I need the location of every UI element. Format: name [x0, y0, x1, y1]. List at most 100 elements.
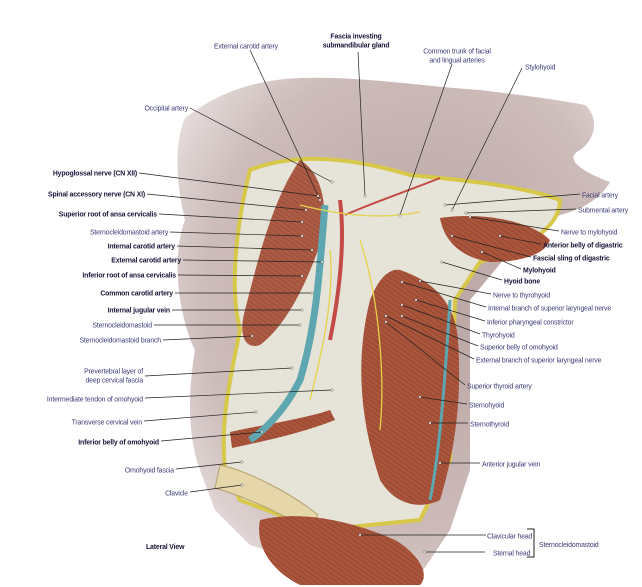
leader-point: [418, 279, 422, 283]
label-submental-artery: Submental artery: [578, 208, 629, 215]
label-thyrohyoid: Thyrohyoid: [482, 333, 515, 340]
leader-line-nerve-to-thyrohyoid: [419, 280, 492, 295]
internal-jugular-vein: [248, 204, 329, 443]
leader-point: [330, 388, 334, 392]
label-nerve-to-mylohyoid: Nerve to mylohyoid: [561, 230, 618, 237]
leader-line-stylohyoid: [451, 67, 523, 211]
leader-point: [300, 234, 304, 238]
leader-line-spinal-accessory-nerve-cn-xi: [146, 193, 307, 211]
label-internal-carotid-artery: Internal carotid artery: [108, 244, 176, 251]
leader-line-submental-artery: [465, 208, 577, 214]
leader-point: [363, 194, 367, 198]
leader-point: [498, 234, 502, 238]
label-clavicle: Clavicle: [165, 491, 188, 498]
leader-point: [330, 180, 334, 184]
label-sternocleidomastoid-group: Sternocleidomastoid: [539, 542, 599, 549]
leader-point: [300, 220, 304, 224]
label-superior-belly-of-omohyoid: Superior belly of omohyoid: [480, 345, 558, 352]
leader-point: [398, 213, 402, 217]
leader-line-superior-root-of-ansa-cervicalis: [158, 213, 303, 223]
leader-line-anterior-belly-of-digastric: [499, 235, 542, 245]
label-anterior-belly-of-digastric: Anterior belly of digastric: [543, 243, 623, 250]
leader-lines: [138, 49, 581, 554]
leader-line-external-carotid-artery: [182, 259, 323, 263]
leader-point: [320, 260, 324, 264]
leader-point: [400, 314, 404, 318]
label-external-branch-of-superior-laryngeal-nerve: External branch of superior laryngeal ne…: [476, 358, 602, 365]
leader-line-omohyoid-fascia: [175, 461, 243, 470]
leader-point: [300, 274, 304, 278]
leader-line-external-branch-of-superior-laryngeal-nerve: [385, 315, 475, 360]
leader-point: [240, 460, 244, 464]
leader-line-nerve-to-mylohyoid: [469, 216, 560, 232]
leader-line-prevertebral-layer-of-deep-cervical-fascia: [144, 367, 293, 377]
leader-line-internal-branch-of-superior-laryngeal-nerve: [401, 281, 487, 308]
sternocleidomastoid-heads: [259, 516, 424, 585]
label-fascia-investing-submandibular-gland: Fascia investing: [330, 34, 381, 41]
leader-line-sternohyoid: [419, 396, 468, 405]
label-omohyoid-fascia: Omohyoid fascia: [125, 468, 174, 475]
label-superior-thyroid-artery: Superior thyroid artery: [467, 384, 532, 391]
leader-line-inferior-belly-of-omohyoid: [160, 431, 263, 442]
leader-point: [400, 303, 404, 307]
leader-point: [298, 323, 302, 327]
leader-point: [468, 215, 472, 219]
label-occipital-artery: Occipital artery: [144, 106, 188, 113]
label-hyoid-bone: Hyoid bone: [504, 279, 540, 286]
label-common-trunk-of-facial-and-lingual-arteries: Common trunk of facial: [423, 49, 491, 56]
leader-line-thyrohyoid: [401, 304, 481, 335]
label-spinal-accessory-nerve-cn-xi: Spinal accessory nerve (CN XI): [48, 192, 145, 199]
leader-line-mylohyoid: [481, 251, 522, 270]
labels: External carotid artery Fascia investing s…: [47, 34, 629, 558]
leader-point: [440, 260, 444, 264]
label-inferior-belly-of-omohyoid: Inferior belly of omohyoid: [78, 440, 159, 447]
leader-line-hypoglossal-nerve-cn-xii: [138, 172, 319, 197]
leader-point: [254, 410, 258, 414]
leader-point: [310, 291, 314, 295]
leader-point: [304, 208, 308, 212]
anterior-jugular-vein: [428, 299, 452, 501]
label-sternohyoid: Sternohyoid: [469, 403, 504, 410]
label-common-carotid-artery: Common carotid artery: [100, 291, 173, 298]
label-transverse-cervical-vein: Transverse cervical vein: [72, 420, 143, 427]
label-anterior-jugular-vein: Anterior jugular vein: [482, 462, 540, 469]
label-internal-branch-of-superior-laryngeal-nerve: Internal branch of superior laryngeal ne…: [488, 306, 611, 313]
leader-line-internal-carotid-artery: [176, 245, 313, 251]
digastric-mylohyoid: [440, 216, 550, 262]
facial-artery: [344, 177, 441, 216]
label-sternothyroid: Sternothyroid: [470, 422, 509, 429]
leader-point: [318, 198, 322, 202]
leader-line-inferior-root-of-ansa-cervicalis: [177, 274, 303, 277]
leader-line-inferior-pharyngeal-constrictor: [415, 299, 486, 322]
label-external-carotid-artery: External carotid artery: [111, 258, 181, 265]
label-stylohyoid: Stylohyoid: [525, 65, 556, 72]
leader-point: [260, 430, 264, 434]
leader-point: [310, 248, 314, 252]
label-hypoglossal-nerve-cn-xii: Hypoglossal nerve (CN XII): [53, 171, 137, 178]
leader-point: [428, 421, 432, 425]
label-clavicular-head: Clavicular head: [487, 534, 533, 541]
leader-line-superior-belly-of-omohyoid: [401, 315, 479, 347]
leader-line-sternocleidomastoid-branch: [162, 335, 253, 341]
label-internal-jugular-vein: Internal jugular vein: [108, 308, 170, 315]
leader-point: [443, 203, 447, 207]
leader-point: [290, 366, 294, 370]
view-label: Lateral View: [146, 544, 185, 551]
leader-line-facial-artery: [444, 193, 581, 206]
leader-line-fascia-investing-submandibular-gland: [357, 51, 366, 197]
leader-line-hyoid-bone: [441, 261, 503, 281]
label-sternocleidomastoid: Sternocleidomastoid: [92, 323, 152, 330]
label-sternocleidomastoid-artery: Sternocleidomastoid artery: [90, 230, 169, 237]
label-prevertebral-layer-of-deep-cervical-fascia: Prevertebral layer of: [84, 369, 143, 376]
label-superior-root-of-ansa-cervicalis: Superior root of ansa cervicalis: [59, 212, 158, 219]
leader-point: [464, 211, 468, 215]
label-fascia-investing-submandibular-gland: submandibular gland: [323, 43, 390, 50]
leader-line-superior-thyroid-artery: [385, 321, 466, 386]
nerves: [299, 204, 421, 431]
leader-point: [450, 234, 454, 238]
leader-point: [480, 250, 484, 254]
leader-line-external-carotid-artery: [249, 49, 321, 201]
leader-line-transverse-cervical-vein: [143, 411, 257, 422]
label-facial-artery: Facial artery: [582, 193, 619, 200]
leader-line-clavicle: [189, 484, 243, 493]
